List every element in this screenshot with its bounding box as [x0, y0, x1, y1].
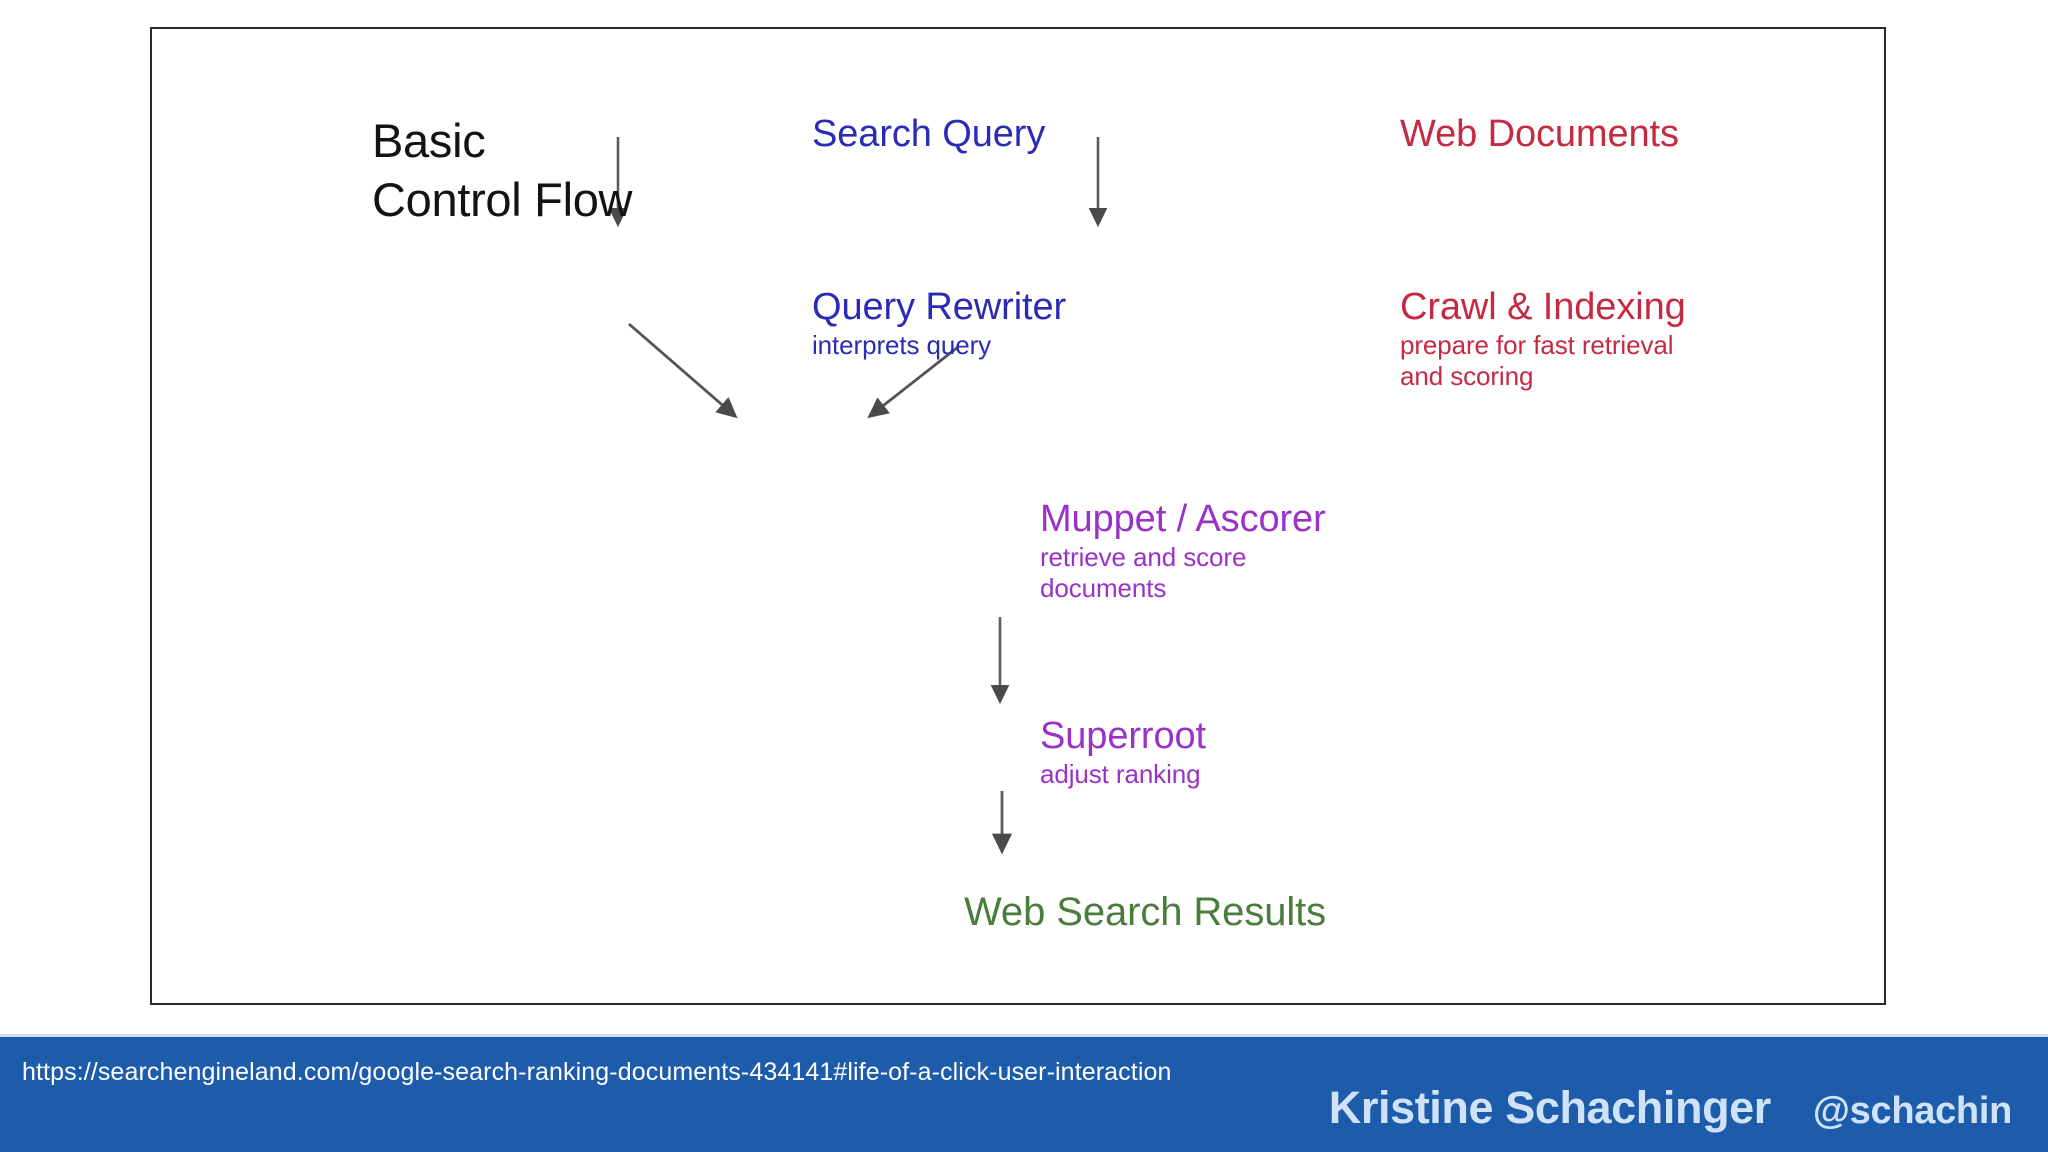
slide-canvas: Basic Control Flow Search Query Query Re…: [150, 27, 1886, 1005]
arrow-query-rewriter-to-muppet: [628, 322, 738, 419]
node-superroot-subtitle: adjust ranking: [1040, 759, 1201, 790]
node-web-search-results: Web Search Results: [964, 890, 1327, 934]
presenter-name: Kristine Schachinger: [1328, 1082, 1772, 1133]
node-query-rewriter: Query Rewriter interprets query: [812, 287, 1066, 361]
node-muppet-ascorer-title: Muppet / Ascorer: [1040, 498, 1326, 540]
node-muppet-ascorer-subtitle: retrieve and score documents: [1040, 542, 1247, 604]
presenter-twitter-handle[interactable]: @schachin: [1812, 1090, 2012, 1132]
presenter-credit: Kristine Schachinger @schachin: [1328, 1082, 2013, 1134]
node-query-rewriter-subtitle: interprets query: [812, 330, 992, 361]
node-query-rewriter-title: Query Rewriter: [812, 286, 1067, 328]
node-web-documents-title: Web Documents: [1400, 113, 1679, 155]
node-superroot-title: Superroot: [1040, 715, 1206, 757]
node-search-query: Search Query: [812, 113, 1046, 155]
footer-bar: [0, 1037, 2048, 1152]
diagram-heading: Basic Control Flow: [372, 114, 633, 226]
node-web-documents: Web Documents: [1400, 113, 1679, 155]
node-muppet-ascorer: Muppet / Ascorer retrieve and score docu…: [1040, 499, 1326, 605]
control-flow-diagram: Basic Control Flow Search Query Query Re…: [150, 27, 1886, 1005]
node-crawl-indexing: Crawl & Indexing prepare for fast retrie…: [1400, 287, 1686, 393]
node-search-query-title: Search Query: [812, 113, 1046, 155]
node-web-search-results-title: Web Search Results: [964, 890, 1327, 934]
node-crawl-indexing-subtitle: prepare for fast retrieval and scoring: [1400, 330, 1674, 392]
node-crawl-indexing-title: Crawl & Indexing: [1400, 286, 1686, 328]
footer-divider: [0, 1034, 2048, 1037]
source-url-link[interactable]: https://searchengineland.com/google-sear…: [22, 1058, 1172, 1086]
node-superroot: Superroot adjust ranking: [1040, 716, 1206, 790]
